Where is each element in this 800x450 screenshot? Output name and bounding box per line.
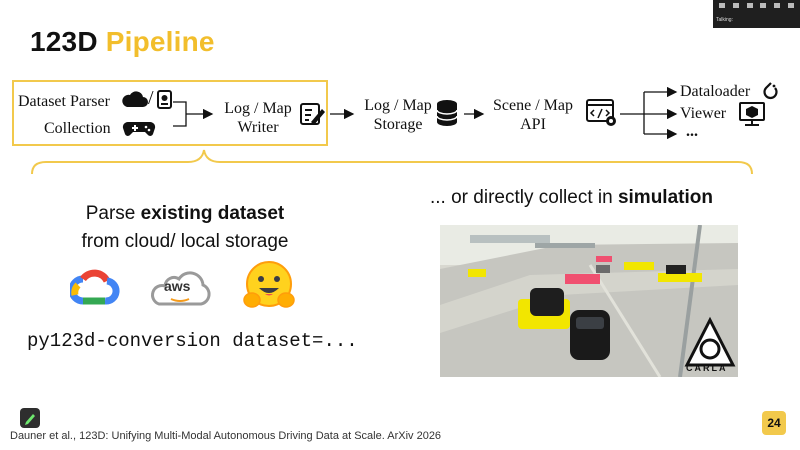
title-accent: Pipeline	[105, 26, 215, 57]
parse-text-line1: Parse existing dataset	[0, 203, 370, 225]
meeting-control-icon[interactable]	[774, 3, 781, 8]
dataset-parser-label: Dataset Parser	[18, 93, 110, 110]
aws-label: aws	[164, 278, 191, 294]
google-cloud-logo	[70, 269, 120, 305]
hard-drive-icon	[157, 90, 172, 109]
storage-label-line2: Storage	[373, 116, 423, 133]
writer-label-line1: Log / Map	[224, 100, 292, 117]
hugging-face-logo	[243, 261, 295, 308]
database-icon	[436, 100, 458, 126]
storage-label-line1: Log / Map	[364, 97, 432, 114]
viewer-cube-icon	[739, 102, 765, 126]
carla-logo-icon	[684, 316, 736, 367]
parse-text-line2: from cloud/ local storage	[81, 231, 289, 252]
pen-tool-button[interactable]	[20, 408, 40, 428]
api-label-line1: Scene / Map	[493, 97, 573, 114]
meeting-control-icon[interactable]	[732, 3, 739, 8]
meeting-status: Talking:	[716, 17, 733, 23]
pipeline-graphics	[122, 82, 778, 140]
title-prefix: 123D	[30, 26, 98, 57]
carla-label: CARLA	[686, 363, 728, 373]
cloud-icon	[122, 91, 148, 107]
slide-title: 123D Pipeline	[30, 26, 215, 58]
parse-bold: existing dataset	[140, 203, 285, 224]
pen-icon	[25, 414, 35, 425]
conversion-command: py123d-conversion dataset=...	[27, 330, 358, 352]
meeting-control-icon[interactable]	[719, 3, 725, 8]
meeting-control-icon[interactable]	[760, 3, 767, 8]
gamepad-icon	[122, 121, 156, 136]
pytorch-icon	[763, 82, 778, 100]
edit-document-icon	[300, 103, 325, 125]
parser-slash: /	[148, 87, 154, 109]
collection-label: Collection	[44, 120, 111, 137]
aws-logo	[151, 271, 211, 306]
writer-label-line2: Writer	[237, 119, 279, 136]
viewer-label: Viewer	[680, 105, 727, 122]
parser-writer-highlight	[12, 80, 328, 146]
simulation-text: ... or directly collect in simulation	[430, 187, 713, 209]
meeting-overlay: Talking:	[713, 0, 800, 28]
page-number: 24	[762, 411, 786, 435]
code-window-icon	[586, 99, 616, 126]
dataloader-label: Dataloader	[680, 83, 751, 100]
meeting-control-icon[interactable]	[746, 3, 753, 8]
citation-footer: Dauner et al., 123D: Unifying Multi-Moda…	[10, 430, 442, 442]
carla-simulation-image	[440, 225, 738, 377]
parse-prefix: Parse	[85, 203, 141, 224]
meeting-control-icon[interactable]	[787, 3, 794, 8]
curly-brace	[31, 149, 753, 175]
sim-bold: simulation	[617, 187, 713, 208]
meeting-controls	[719, 3, 794, 8]
more-outputs-label: ...	[686, 123, 698, 140]
sim-prefix: ... or directly collect in	[430, 187, 618, 208]
api-label-line2: API	[520, 116, 546, 133]
